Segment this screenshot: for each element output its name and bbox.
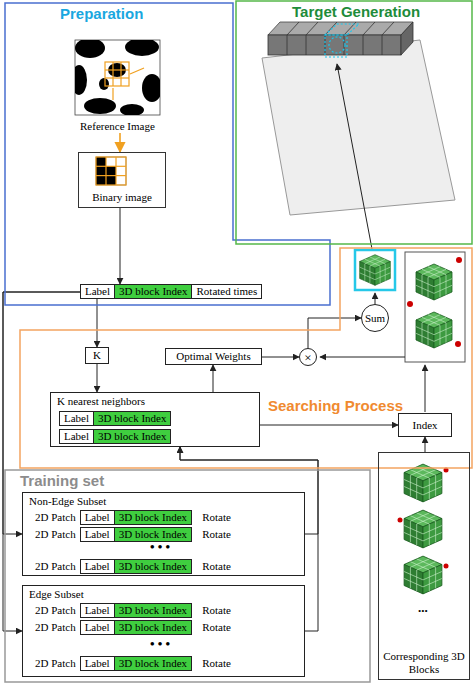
row-text: Rotate: [198, 621, 235, 634]
index-cell: 3D block Index: [93, 411, 171, 426]
index-cell: 3D block Index: [114, 603, 192, 618]
knn-box: K nearest neighborsLabel3D block IndexLa…: [50, 392, 260, 447]
region-title: Searching Process: [268, 397, 403, 414]
row-text: Rotate: [198, 560, 235, 573]
label-cell: Label: [80, 284, 115, 299]
region-title: Preparation: [60, 5, 143, 22]
node-text: ×: [304, 351, 311, 364]
training-region: Training setNon-Edge Subset2D PatchLabel…: [5, 470, 370, 682]
patch-row: 2D PatchLabel3D block Index Rotate: [31, 620, 235, 635]
index-cell: 3D block Index: [114, 284, 192, 299]
node-text: Corresponding 3D Blocks: [382, 650, 466, 676]
label-cell: Label: [80, 527, 115, 542]
query-row: Label3D block IndexRotated times: [80, 284, 262, 299]
arrow-connector: [260, 425, 398, 426]
ellipsis: ...: [418, 600, 428, 616]
node-text: K nearest neighbors: [57, 395, 253, 408]
region-border: [5, 470, 370, 682]
node-text: Optimal Weights: [176, 350, 250, 363]
index-cell: 3D block Index: [114, 510, 192, 525]
index-cell: 3D block Index: [114, 620, 192, 635]
label-cell: Label: [80, 559, 115, 574]
node-text: Index: [412, 419, 437, 432]
row-text: Rotate: [198, 657, 235, 670]
row-text: 2D Patch: [31, 560, 80, 573]
search-region: Searching Process K Optimal Weights × Sum K n…: [20, 248, 472, 468]
row-text: Rotate: [198, 528, 235, 541]
preparation-region: PreparationReference ImageBinary imageLa…: [5, 3, 330, 305]
label-cell: Label: [80, 510, 115, 525]
node-text: Reference Image: [80, 120, 155, 132]
row-text: 2D Patch: [31, 621, 80, 634]
arrow-connector: [119, 133, 121, 152]
ellipsis: • • •: [150, 539, 170, 555]
patch-row: 2D PatchLabel3D block Index Rotate: [31, 510, 235, 525]
row-text: Rotate: [198, 604, 235, 617]
arrow-connector: [120, 208, 121, 284]
label-cell: Label: [59, 429, 94, 444]
k-box: K: [85, 347, 109, 364]
arrow-connector: [308, 318, 361, 348]
arrow-connector: [97, 299, 98, 347]
node-text: Edge Subset: [29, 588, 298, 601]
binary-image-box: Binary image: [78, 152, 166, 208]
knn-row: Label3D block Index: [59, 429, 171, 444]
row-text: 2D Patch: [31, 511, 80, 524]
row-text: 2D Patch: [31, 657, 80, 670]
label-cell: Label: [80, 656, 115, 671]
patch-row: 2D PatchLabel3D block Index Rotate: [31, 656, 235, 671]
region-border: [5, 3, 330, 305]
arrow-connector: [3, 292, 80, 631]
index-cell: 3D block Index: [114, 559, 192, 574]
sum-circle: Sum: [361, 304, 389, 332]
node-text: K: [93, 349, 101, 362]
index-cell: 3D block Index: [93, 429, 171, 444]
knn-row: Label3D block Index: [59, 411, 171, 426]
patch-row: 2D PatchLabel3D block IndexRotate: [31, 527, 235, 542]
region-title: Target Generation: [292, 3, 420, 20]
region-outline: [236, 1, 472, 245]
label-cell: Rotated times: [191, 284, 262, 299]
target-region: Target Generation: [236, 1, 472, 245]
arrow-connector: [213, 365, 214, 392]
node-text: Sum: [365, 312, 385, 325]
node-text: Non-Edge Subset: [29, 495, 298, 508]
patch-row: 2D PatchLabel3D block Index Rotate: [31, 559, 235, 574]
blocks-box: Corresponding 3D Blocks: [378, 452, 470, 680]
patch-row: 2D PatchLabel3D block Index Rotate: [31, 603, 235, 618]
region-title: Training set: [20, 472, 104, 489]
label-cell: Label: [80, 603, 115, 618]
row-text: 2D Patch: [31, 604, 80, 617]
weights-box: Optimal Weights: [165, 348, 262, 365]
index-box: Index: [398, 413, 452, 437]
arrow-connector: [97, 364, 98, 392]
multiply-circle: ×: [299, 348, 317, 366]
subset-box: Non-Edge Subset2D PatchLabel3D block Ind…: [22, 492, 305, 576]
label-cell: Label: [80, 620, 115, 635]
index-cell: 3D block Index: [114, 656, 192, 671]
arrow-connector: [425, 437, 426, 452]
node-text: Binary image: [92, 191, 152, 204]
subset-box: Edge Subset2D PatchLabel3D block IndexRo…: [22, 585, 305, 677]
region-outline: [5, 3, 330, 305]
image-caption: Reference Image: [80, 120, 155, 133]
region-border: [20, 248, 472, 468]
arrow-connector: [262, 357, 299, 358]
row-text: 2D Patch: [31, 528, 80, 541]
region-border: [236, 1, 472, 244]
ellipsis: • • •: [150, 636, 170, 652]
label-cell: Label: [59, 411, 94, 426]
row-text: Rotate: [198, 511, 235, 524]
